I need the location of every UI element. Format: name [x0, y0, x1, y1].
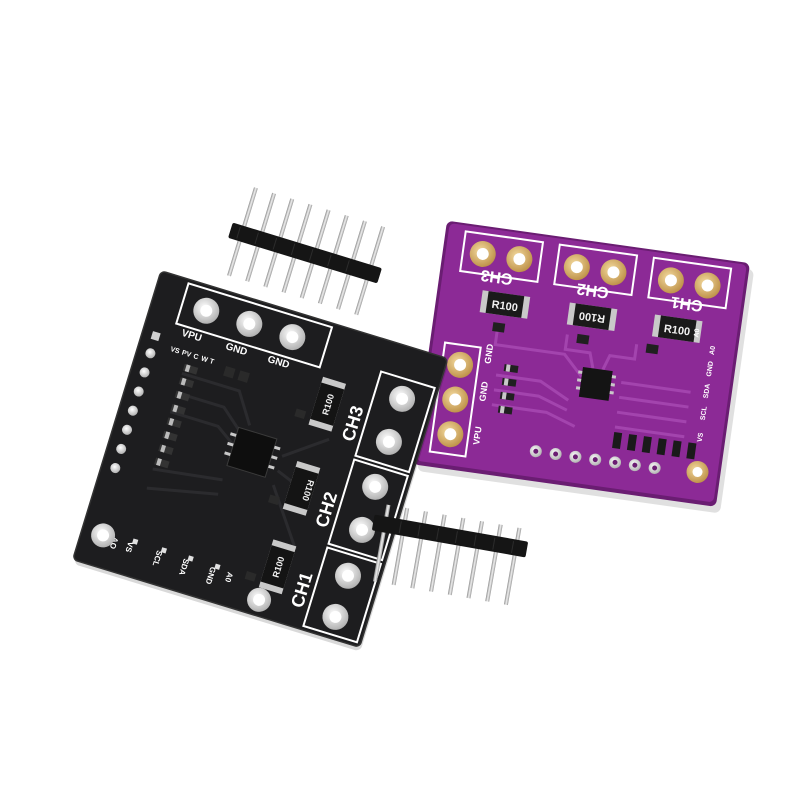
- purple-ch3-label: CH3: [480, 266, 514, 287]
- purple-main-ic: [575, 367, 617, 401]
- purple-ch2-label: CH2: [576, 279, 610, 300]
- black-shunt-resistors: R100 R100 R100: [258, 376, 347, 595]
- purple-side-label-vpu: VPU: [471, 426, 483, 446]
- purple-right-label-scl: SCL: [700, 405, 709, 421]
- header-top-short-pins: [241, 187, 386, 270]
- purple-right-label-a0-bottom: A0: [693, 328, 701, 338]
- purple-side-pads: [437, 351, 474, 448]
- purple-right-label-gnd: GND: [706, 361, 715, 377]
- black-side-codes: VS PV C W T: [169, 346, 215, 366]
- black-code-pv: PV: [181, 350, 192, 360]
- purple-resistor-3-marking: R100: [663, 323, 691, 339]
- purple-traces: [491, 324, 691, 439]
- purple-ch1-label: CH1: [670, 293, 704, 314]
- purple-side-pad-labels: VPU GND GND: [471, 343, 495, 446]
- black-bottom-squares: [132, 538, 221, 570]
- purple-right-label-vs: VS: [697, 432, 705, 443]
- purple-channel-boxes: [428, 230, 733, 458]
- pin-header-top: [227, 187, 386, 316]
- black-main-ic: [224, 426, 281, 478]
- black-left-pins: [110, 331, 161, 474]
- purple-bottom-pins: [529, 445, 661, 474]
- header-top-long-pins: [227, 238, 370, 316]
- black-code-t: T: [209, 358, 216, 366]
- purple-right-label-a0: A0: [709, 345, 717, 355]
- black-small-parts: [154, 363, 307, 582]
- purple-resistor-2-marking: R100: [578, 309, 606, 325]
- black-channel-boxes: [302, 370, 436, 644]
- black-code-w: W: [200, 355, 209, 364]
- purple-top-pads: [469, 240, 721, 299]
- purple-channel-labels: CH3 CH2 CH1: [480, 266, 704, 314]
- black-mounting-holes: [91, 523, 272, 612]
- purple-smd-array: [612, 431, 697, 460]
- black-top-pads: [193, 297, 306, 351]
- black-bottom-label-vs: VS: [123, 541, 135, 554]
- purple-right-pin-labels: A0 GND SDA SCL VS A0: [693, 328, 717, 443]
- header-top-plastic: [228, 223, 382, 283]
- pin-header-bottom: [372, 504, 528, 606]
- purple-side-label-gnd-2: GND: [483, 343, 496, 365]
- purple-small-parts: [492, 322, 659, 415]
- black-top-pad-box: [174, 282, 334, 369]
- header-bottom-long-pins: [372, 530, 517, 606]
- black-channel-pads: [322, 385, 416, 630]
- black-board: VPU GND GND VS PV C W T CH3 CH2: [73, 271, 448, 651]
- purple-side-label-gnd-1: GND: [477, 380, 490, 402]
- purple-board: CH3 CH2 CH1 R100 R100 R100: [413, 221, 754, 513]
- black-bottom-label-a0: A0: [223, 571, 235, 584]
- black-code-c: C: [192, 353, 199, 361]
- purple-shunt-resistors: R100 R100 R100: [479, 290, 703, 343]
- purple-resistor-1-marking: R100: [491, 299, 519, 315]
- purple-right-label-sda: SDA: [703, 383, 712, 399]
- black-code-vs: VS: [169, 346, 180, 356]
- header-bottom-plastic: [372, 514, 528, 558]
